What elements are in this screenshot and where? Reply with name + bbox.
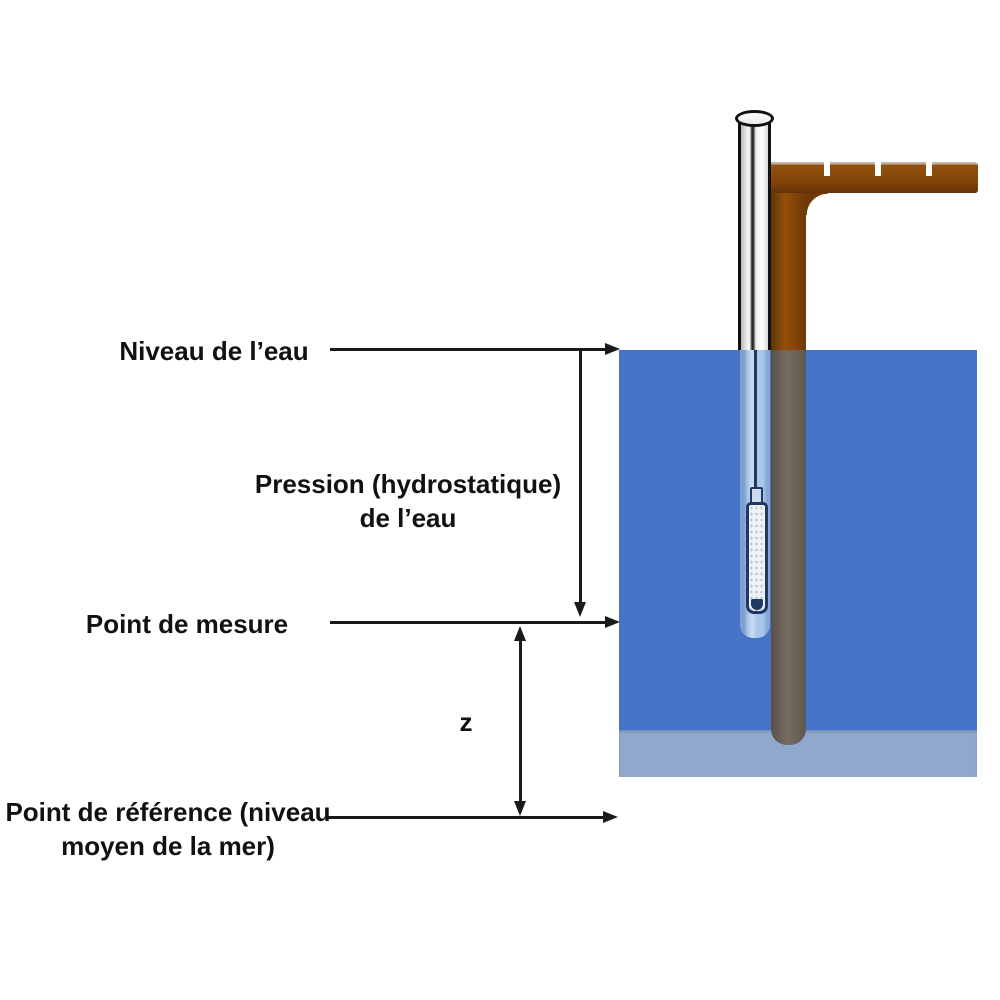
- pressure-extent-line: [579, 350, 582, 602]
- deck-plank-gap: [875, 162, 881, 176]
- piezometer-tube-opening: [735, 110, 774, 127]
- pressure-sensor: [746, 502, 768, 614]
- reference-line: [328, 816, 604, 819]
- measure-point-arrow-icon: [605, 616, 620, 628]
- measure-point-line: [330, 621, 606, 624]
- pressure-label: Pression (hydrostatique) de l’eau: [255, 467, 561, 535]
- water-level-line: [330, 348, 606, 351]
- z-label: z: [459, 707, 473, 737]
- deck-plank-gap: [824, 162, 830, 176]
- sensor-tip: [751, 599, 763, 610]
- reference-label-line2: moyen de la mer): [61, 831, 275, 861]
- pressure-label-line1: Pression (hydrostatique): [254, 469, 562, 499]
- sensor-cable: [754, 350, 757, 490]
- z-arrow-down-icon: [514, 801, 526, 816]
- pier-post: [771, 165, 806, 350]
- measure-point-label: Point de mesure: [85, 609, 289, 639]
- piezometer-tube: [738, 119, 771, 350]
- pier-corner-fillet: [806, 193, 828, 215]
- pressure-arrow-down-icon: [574, 602, 586, 617]
- z-arrow-up-icon: [514, 626, 526, 641]
- reference-label-line1: Point de référence (niveau: [5, 797, 331, 827]
- reference-arrow-icon: [603, 811, 618, 823]
- pier-deck: [770, 162, 978, 193]
- z-extent-line: [519, 640, 522, 802]
- pier-post-underwater: [771, 350, 806, 745]
- deck-plank-gap: [926, 162, 932, 176]
- water-level-label: Niveau de l’eau: [119, 336, 309, 366]
- pressure-label-line2: de l’eau: [359, 503, 457, 533]
- reference-label: Point de référence (niveau moyen de la m…: [5, 795, 330, 863]
- water-level-arrow-icon: [605, 343, 620, 355]
